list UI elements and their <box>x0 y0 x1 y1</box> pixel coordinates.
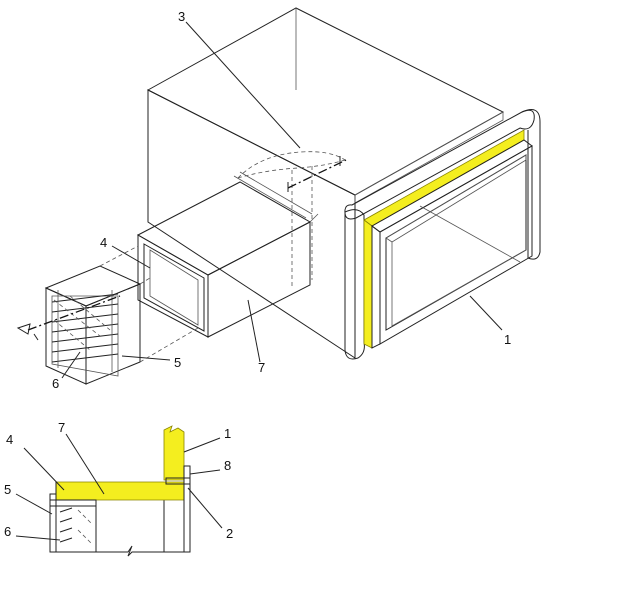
section-leader-lines <box>15 433 223 541</box>
callout-6: 6 <box>52 376 59 391</box>
wall-block <box>146 7 505 359</box>
duct-7 <box>136 171 319 338</box>
callout-7: 7 <box>258 360 265 375</box>
grille-section <box>55 505 97 553</box>
edge-trim <box>344 109 541 360</box>
section-callout-2: 2 <box>226 526 233 541</box>
wall-section <box>95 500 185 557</box>
assembly-alignment-lines <box>99 245 199 363</box>
section-callout-1: 1 <box>224 426 231 441</box>
section-insulation <box>55 425 185 501</box>
mounting-frame <box>371 139 533 349</box>
callout-3: 3 <box>178 9 185 24</box>
callout-4: 4 <box>100 235 107 250</box>
section-callout-5: 5 <box>4 482 11 497</box>
isometric-view: 3 4 5 6 7 1 <box>16 7 541 391</box>
iso-leader-lines <box>61 21 503 379</box>
grille-louvers <box>51 290 119 372</box>
callout-5: 5 <box>174 355 181 370</box>
section-callout-7: 7 <box>58 420 65 435</box>
section-callout-6: 6 <box>4 524 11 539</box>
grille-5 <box>16 265 142 385</box>
section-callout-8: 8 <box>224 458 231 473</box>
section-callout-4: 4 <box>6 432 13 447</box>
section-view: 1 8 2 4 7 5 6 <box>4 420 233 557</box>
callout-1: 1 <box>504 332 511 347</box>
damper-blade-3 <box>237 151 347 286</box>
